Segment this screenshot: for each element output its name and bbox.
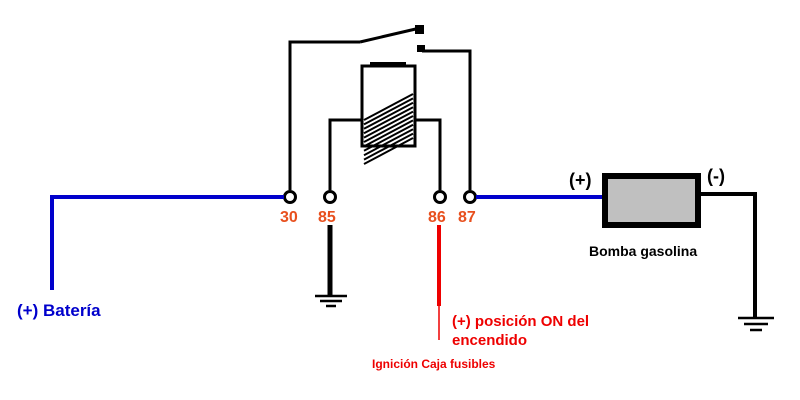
coil-winding [363, 123, 414, 152]
ground-icon [738, 316, 774, 332]
terminal-87[interactable] [463, 190, 477, 204]
terminal-label-87: 87 [458, 209, 476, 226]
coil-winding [363, 97, 414, 126]
switch-contact-fixed [417, 45, 425, 52]
coil-winding [363, 93, 414, 121]
ignition-label-line1: (+) posición ON del [452, 313, 589, 330]
coil-winding [363, 101, 414, 130]
battery-wire [50, 195, 284, 290]
terminals [283, 190, 477, 204]
pump-positive-label: (+) [569, 170, 592, 190]
coil-winding [363, 119, 414, 148]
relay-coil [328, 62, 442, 190]
wire-87-to-contact [422, 49, 472, 190]
terminal-label-30: 30 [280, 209, 298, 226]
terminal-85[interactable] [323, 190, 337, 204]
terminal-label-86: 86 [428, 209, 446, 226]
coil-winding [363, 137, 414, 165]
pump-label: Bomba gasolina [589, 243, 697, 259]
terminal-86[interactable] [433, 190, 447, 204]
coil-winding [363, 115, 414, 143]
relay-switch [288, 26, 472, 190]
pump-negative-wire [698, 192, 757, 318]
coil-winding [363, 132, 414, 161]
switch-contact-moving [415, 25, 424, 34]
wire-85-to-coil [328, 118, 362, 190]
ignition-label-line2: encendido [452, 332, 527, 349]
ignition-source-label: Ignición Caja fusibles [372, 357, 496, 371]
coil-winding [363, 128, 414, 157]
ground-pump [738, 316, 774, 332]
coil-windings [363, 93, 414, 165]
wire-86-to-coil [414, 118, 442, 190]
coil-winding [363, 106, 414, 135]
fuel-pump[interactable] [602, 173, 701, 228]
switch-arm [359, 26, 421, 44]
battery-label: (+) Batería [17, 301, 101, 320]
coil-winding [363, 110, 414, 139]
wire-30-to-switch [288, 40, 360, 190]
pump-negative-label: (-) [707, 166, 725, 186]
terminal-30[interactable] [283, 190, 297, 204]
ground-85 [315, 225, 347, 308]
terminal-label-85: 85 [318, 209, 336, 226]
ground-icon [315, 294, 347, 308]
